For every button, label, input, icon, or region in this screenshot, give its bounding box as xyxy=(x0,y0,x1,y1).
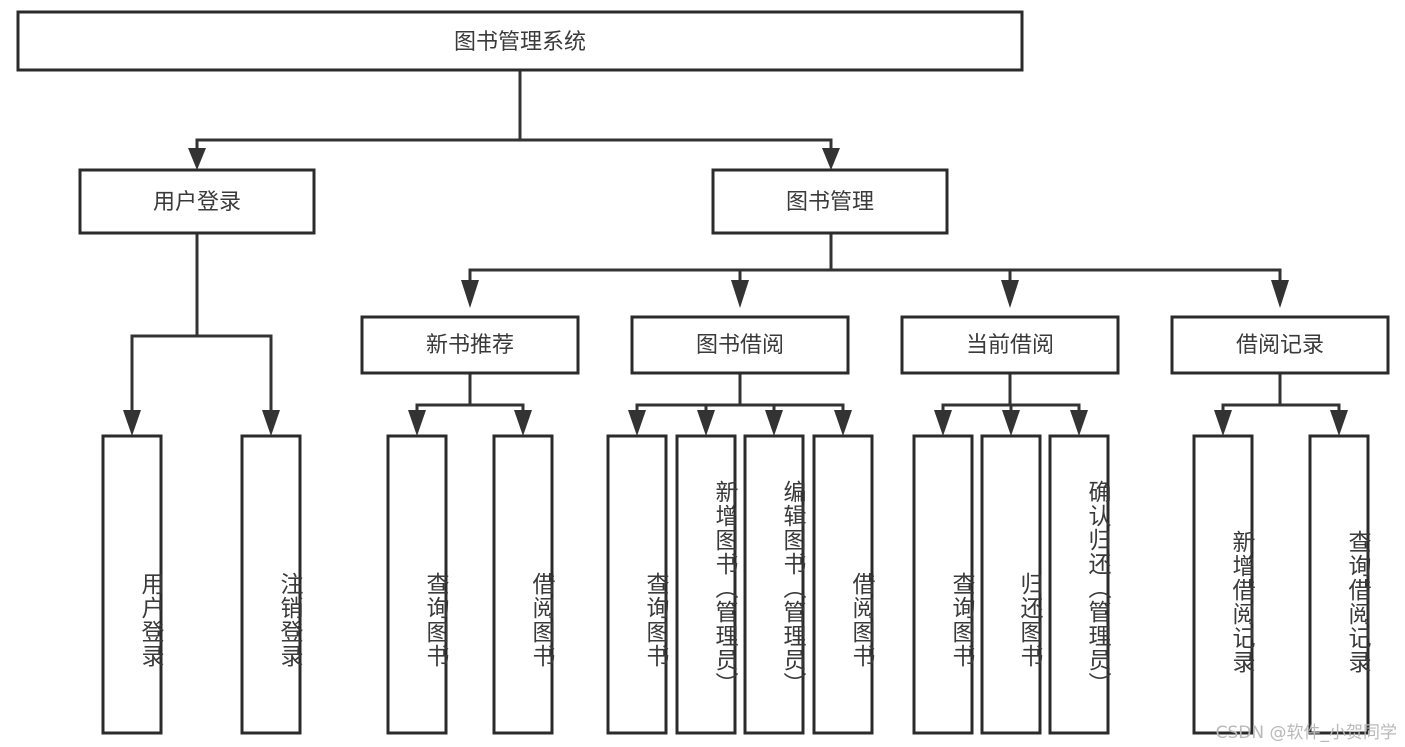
arrow-head-level2-3 xyxy=(1001,280,1019,308)
connector-group-current-borrow-children xyxy=(934,371,1088,436)
node-user-login[interactable]: 用户登录 xyxy=(78,168,316,235)
node-book-borrow[interactable]: 图书借阅 xyxy=(630,315,850,375)
arrow-head-new-book-leaf-1 xyxy=(408,410,426,436)
arrow-head-user-login-leaf-2 xyxy=(262,410,280,436)
node-root-label: 图书管理系统 xyxy=(454,30,586,55)
connector-group-book-manage-children xyxy=(461,231,1289,308)
node-book-manage[interactable]: 图书管理 xyxy=(711,168,949,235)
watermark-text: CSDN @软件_小贺同学 xyxy=(1215,723,1397,743)
arrow-head-book-borrow-leaf-4 xyxy=(834,410,852,436)
arrow-head-level2-2 xyxy=(731,280,749,308)
node-leaf-add-record-box[interactable] xyxy=(1192,434,1254,735)
node-new-book-recommend[interactable]: 新书推荐 xyxy=(360,315,580,375)
node-borrow-record[interactable]: 借阅记录 xyxy=(1170,315,1390,375)
node-leaf-edit-book-box[interactable] xyxy=(743,434,805,735)
arrow-head-level2-1 xyxy=(461,280,479,308)
node-leaf-query-book-bb-box[interactable] xyxy=(606,434,668,735)
arrow-head-book-borrow-leaf-2 xyxy=(697,410,715,436)
node-new-book-recommend-box[interactable] xyxy=(360,315,580,375)
node-user-login-label: 用户登录 xyxy=(153,190,241,215)
connector-group-new-book-recommend-children xyxy=(408,371,532,436)
node-leaf-query-record-box[interactable] xyxy=(1308,434,1370,735)
node-book-manage-label: 图书管理 xyxy=(786,190,874,215)
connector-group-book-borrow-children xyxy=(628,371,852,436)
node-book-borrow-label: 图书借阅 xyxy=(696,333,784,358)
connector-group-user-login-children xyxy=(123,231,280,436)
node-root-box[interactable] xyxy=(16,10,1024,72)
arrow-head-user-login-leaf-1 xyxy=(123,410,141,436)
node-current-borrow-label: 当前借阅 xyxy=(966,333,1054,358)
arrow-head-book-borrow-leaf-1 xyxy=(628,410,646,436)
arrow-head-current-borrow-leaf-1 xyxy=(934,410,952,436)
connector-group-root-to-level1 xyxy=(188,68,840,170)
arrow-head-new-book-leaf-2 xyxy=(514,410,532,436)
node-new-book-recommend-label: 新书推荐 xyxy=(426,333,514,358)
node-leaf-borrow-book-nb-box[interactable] xyxy=(492,434,554,735)
arrow-head-current-borrow-leaf-2 xyxy=(1002,410,1020,436)
node-current-borrow[interactable]: 当前借阅 xyxy=(900,315,1120,375)
node-book-manage-box[interactable] xyxy=(711,168,949,235)
node-leaf-borrow-book-bb-box[interactable] xyxy=(812,434,874,735)
node-leaf-return-book-box[interactable] xyxy=(980,434,1042,735)
arrow-head-book-borrow-leaf-3 xyxy=(765,410,783,436)
arrow-head-current-borrow-leaf-3 xyxy=(1070,410,1088,436)
node-leaf-logout-box[interactable] xyxy=(240,434,302,735)
node-leaf-user-login-box[interactable] xyxy=(101,434,163,735)
arrow-head-borrow-record-leaf-2 xyxy=(1330,410,1348,436)
node-user-login-box[interactable] xyxy=(78,168,316,235)
connector-group-borrow-record-children xyxy=(1214,371,1348,436)
node-leaf-query-book-nb-box[interactable] xyxy=(386,434,448,735)
node-root[interactable]: 图书管理系统 xyxy=(16,10,1024,72)
node-leaf-add-book-box[interactable] xyxy=(675,434,737,735)
node-current-borrow-box[interactable] xyxy=(900,315,1120,375)
node-leaf-confirm-return-box[interactable] xyxy=(1048,434,1110,735)
arrow-head-user-login xyxy=(188,148,206,170)
node-book-borrow-box[interactable] xyxy=(630,315,850,375)
arrow-head-book-manage xyxy=(822,148,840,170)
node-borrow-record-label: 借阅记录 xyxy=(1236,333,1324,358)
node-leaf-query-book-cb-box[interactable] xyxy=(912,434,974,735)
node-borrow-record-box[interactable] xyxy=(1170,315,1390,375)
arrow-head-level2-4 xyxy=(1271,280,1289,308)
arrow-head-borrow-record-leaf-1 xyxy=(1214,410,1232,436)
